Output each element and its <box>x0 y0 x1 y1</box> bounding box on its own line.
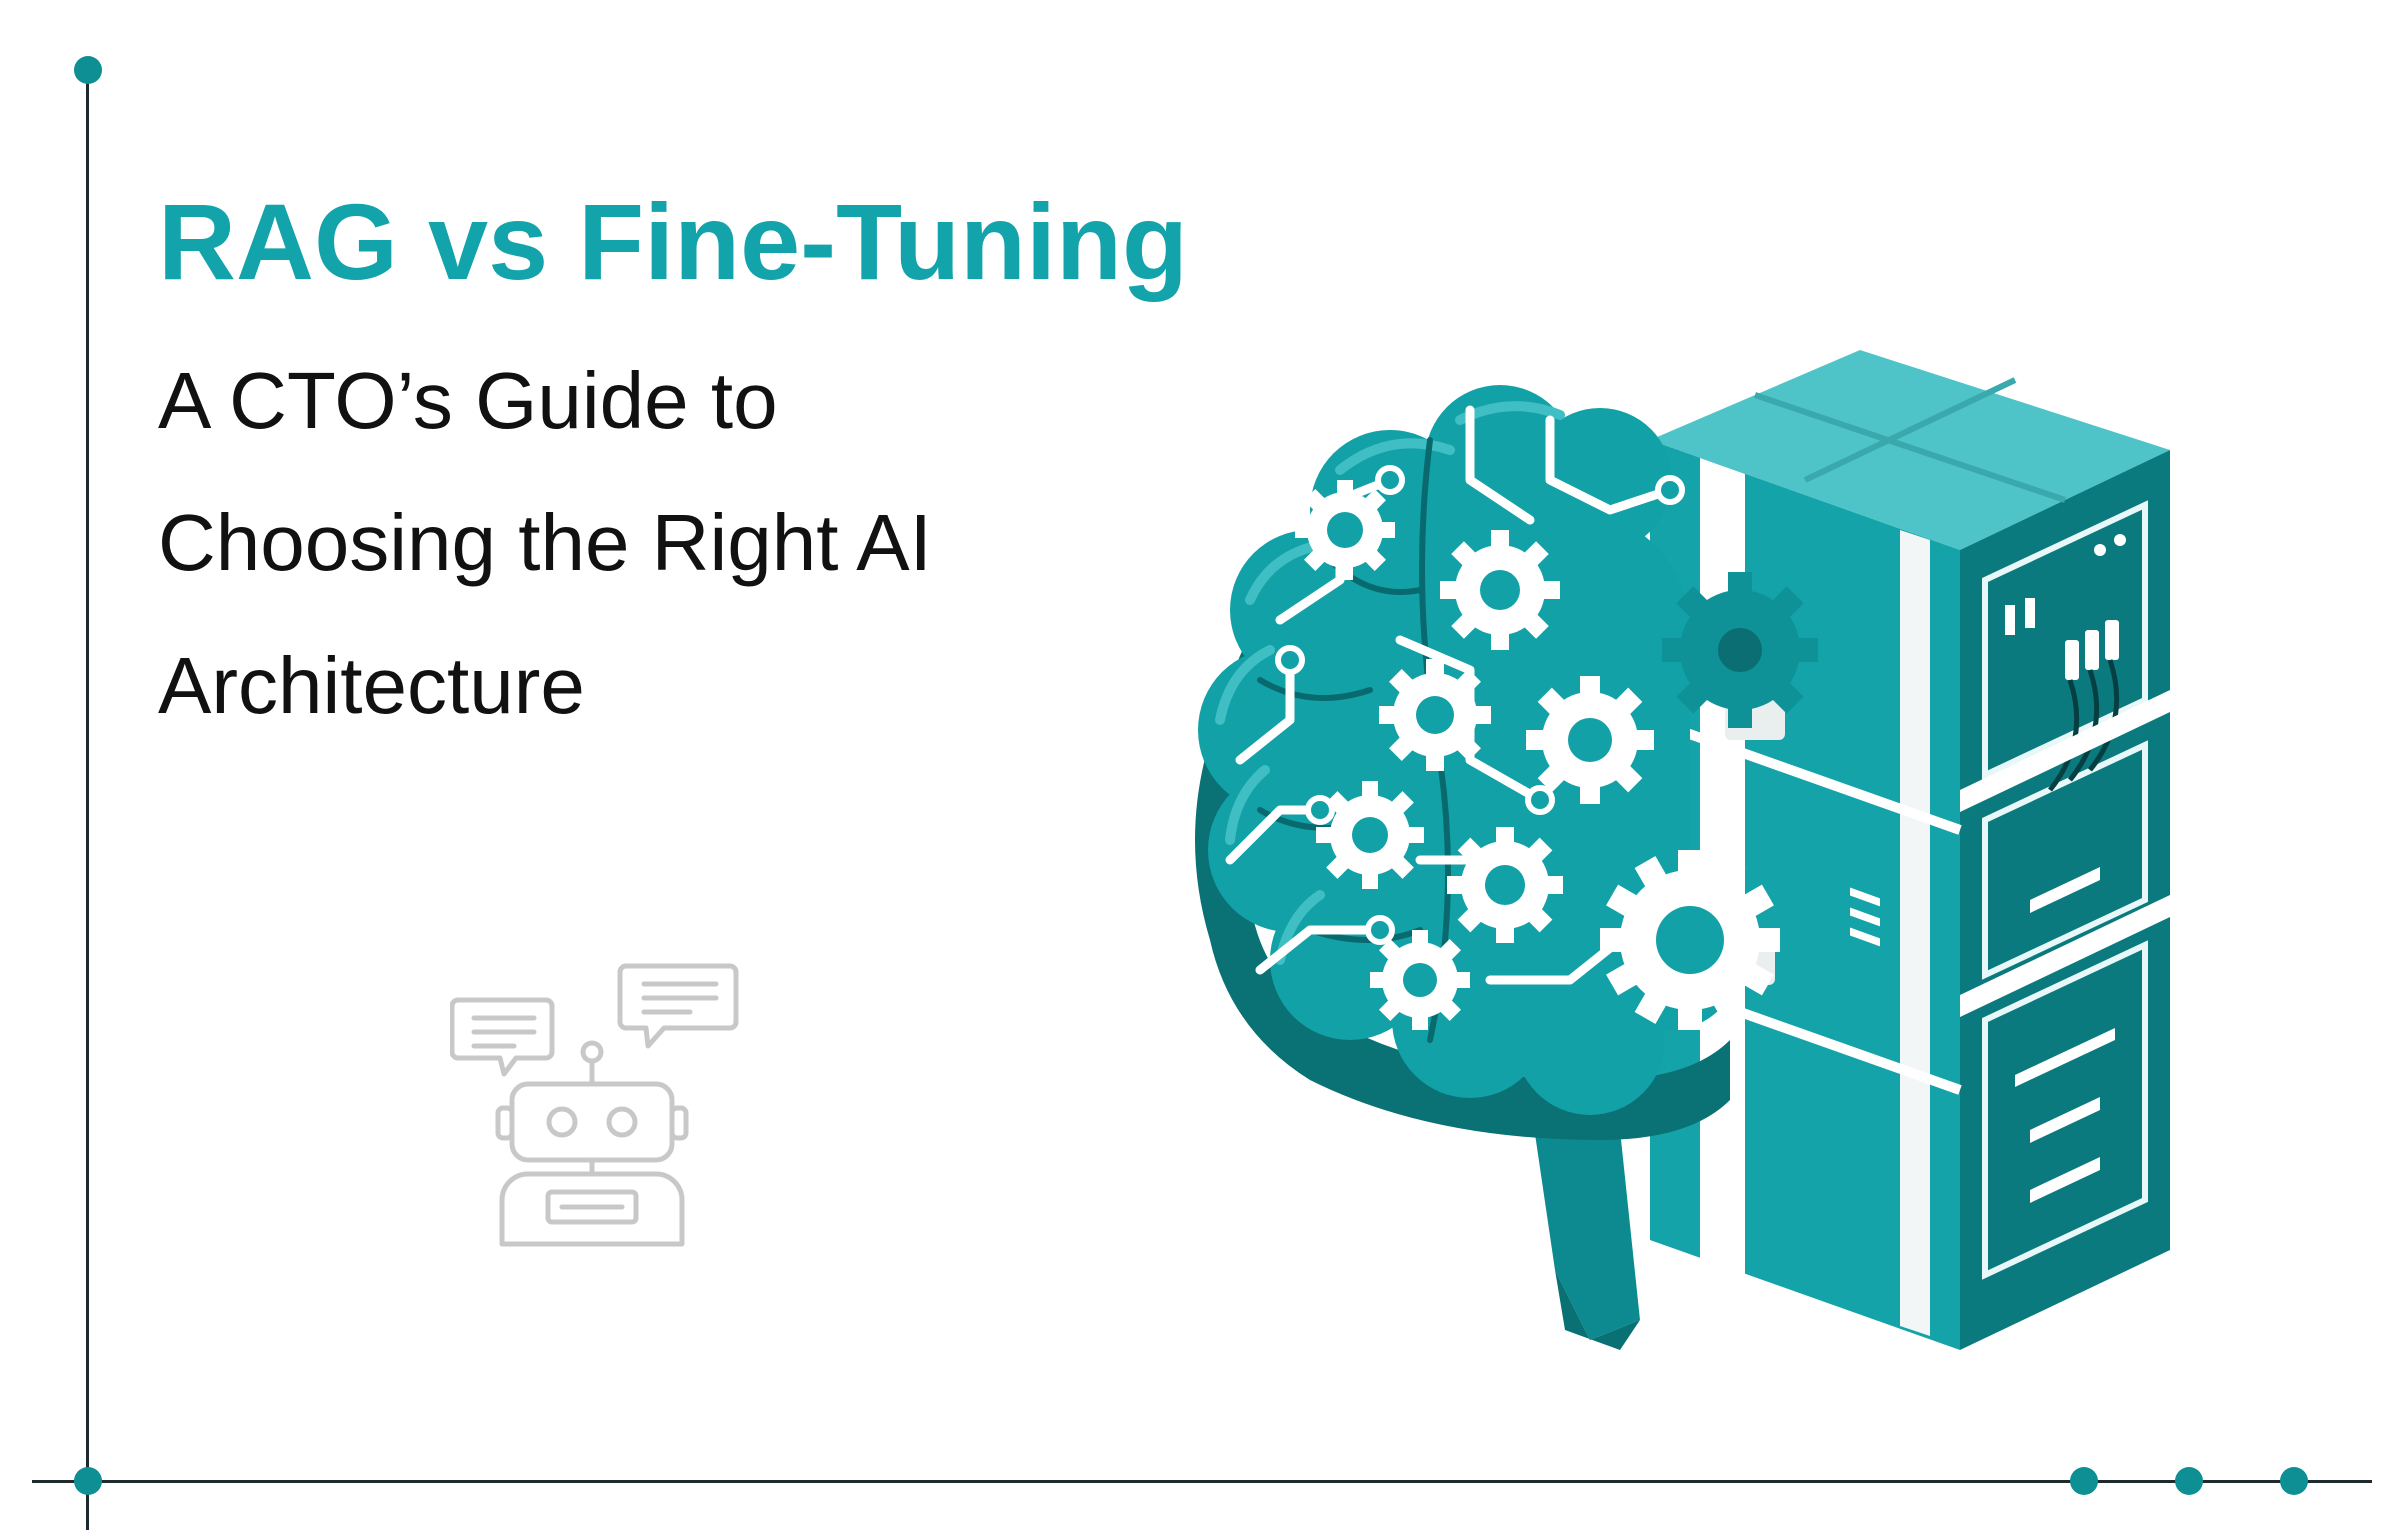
frame-dot-right-2 <box>2175 1467 2203 1495</box>
subtitle-line-2: Choosing the Right AI <box>158 498 932 588</box>
frame-dot-corner <box>74 1467 102 1495</box>
subtitle-line-3: Architecture <box>158 640 585 730</box>
subtitle-line-1: A CTO’s Guide to <box>158 356 778 445</box>
page-subtitle: A CTO’s Guide to Choosing the Right AI A… <box>158 330 1158 757</box>
frame-dot-right-1 <box>2070 1467 2098 1495</box>
page-title: RAG vs Fine-Tuning <box>158 181 1188 302</box>
frame-dot-top <box>74 56 102 84</box>
frame-vertical-line <box>86 70 89 1530</box>
brain-server-illustration <box>1195 350 2170 1350</box>
robot-chat-icon <box>450 963 739 1247</box>
frame-horizontal-line <box>32 1480 2372 1483</box>
frame-dot-right-3 <box>2280 1467 2308 1495</box>
